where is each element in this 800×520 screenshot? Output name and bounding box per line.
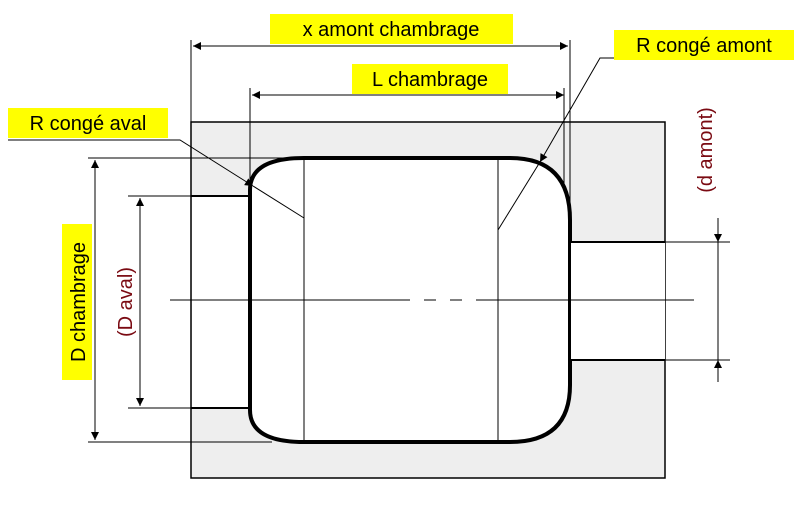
leader-r-conge-amont-tangent — [497, 161, 541, 231]
label-d-aval: (D aval) — [115, 267, 137, 337]
leader-r-conge-aval — [8, 139, 254, 187]
label-d-amont: (d amont) — [695, 107, 717, 193]
label-x-amont-chambrage: x amont chambrage — [303, 19, 480, 41]
label-d-chambrage: D chambrage — [68, 242, 90, 362]
highlight-r-conge-amont — [614, 30, 794, 60]
highlight-r-conge-aval — [8, 108, 168, 138]
highlight-x-amont — [270, 14, 513, 44]
label-l-chambrage: L chambrage — [372, 69, 488, 91]
label-r-conge-amont: R congé amont — [636, 35, 772, 57]
leader-r-conge-aval-tangent — [252, 185, 305, 219]
upstream-bore — [571, 242, 665, 360]
chamber-cavity — [192, 196, 250, 408]
highlight-l-chambrage — [352, 64, 508, 94]
highlight-d-chambrage — [62, 224, 92, 380]
label-r-conge-aval: R congé aval — [30, 113, 147, 135]
